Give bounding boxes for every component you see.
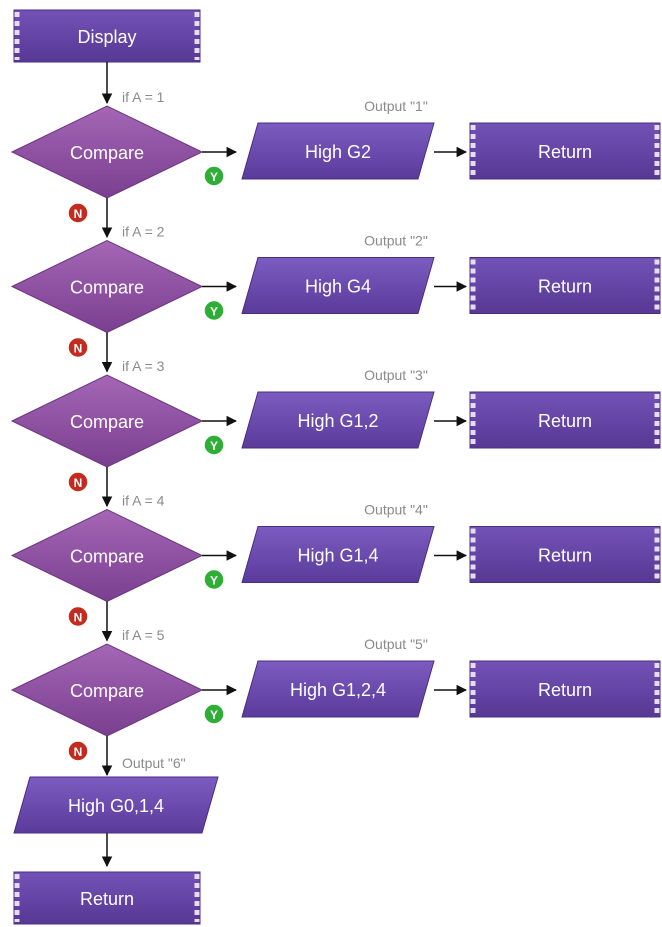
- stage-2-action-shape: [241, 257, 435, 314]
- stage-3-yes-badge: Y: [203, 434, 225, 456]
- stage-3-condition: if A = 3: [122, 358, 165, 374]
- stage-2-yes-badge-circle: [203, 299, 225, 322]
- fallback-return-shape: [13, 871, 201, 925]
- stage-2-no-badge-circle: [67, 336, 89, 359]
- stage-2-return-label: Return: [538, 277, 592, 297]
- start-display-shape: [13, 9, 201, 63]
- stage-1-decision[interactable]: Compare: [10, 105, 204, 199]
- stage-3-yes-badge-circle: [203, 434, 225, 456]
- fallback-output-note: Output "6": [122, 755, 186, 771]
- start-display-label: Display: [77, 27, 136, 47]
- stage-5-no-badge-letter: N: [74, 745, 83, 759]
- stage-5-return[interactable]: Return: [469, 660, 661, 718]
- stage-5-yes-badge-letter: Y: [210, 708, 218, 722]
- stage-1-action-label: High G2: [305, 142, 371, 162]
- stage-4-action-label: High G1,4: [297, 546, 378, 566]
- stage-3-action-label: High G1,2: [297, 411, 378, 431]
- stage-4-yes-badge-circle: [203, 568, 225, 591]
- fallback-action[interactable]: High G0,1,4: [13, 776, 219, 834]
- stage-1-yes-badge-circle: [203, 165, 225, 187]
- stage-5-action-label: High G1,2,4: [290, 680, 386, 700]
- stage-4-return-shape: [469, 526, 661, 583]
- stage-4-condition: if A = 4: [122, 493, 165, 509]
- stage-5-no-badge: N: [67, 740, 89, 762]
- stage-2-decision[interactable]: Compare: [10, 239, 204, 334]
- fallback-return-label: Return: [80, 889, 134, 909]
- stage-4-return[interactable]: Return: [469, 526, 661, 583]
- stage-5-yes-badge-circle: [203, 703, 225, 725]
- stage-1-output-note: Output "1": [364, 98, 428, 114]
- stage-4-yes-badge: Y: [203, 568, 225, 591]
- stage-4-decision[interactable]: Compare: [10, 508, 204, 603]
- stage-5-no-badge-circle: [67, 740, 89, 762]
- start-display[interactable]: Display: [13, 9, 201, 63]
- stage-3-decision[interactable]: Compare: [10, 374, 204, 468]
- stage-4-action[interactable]: High G1,4: [241, 526, 435, 583]
- stage-4-no-badge-letter: N: [74, 611, 83, 625]
- stage-3-action[interactable]: High G1,2: [241, 391, 435, 449]
- stage-5-decision-label: Compare: [70, 681, 144, 701]
- stage-1-return-label: Return: [538, 142, 592, 162]
- stage-3-no-badge: N: [67, 471, 89, 493]
- stage-1-action-shape: [241, 122, 435, 180]
- stage-5-decision[interactable]: Compare: [10, 643, 204, 737]
- fallback-action-shape: [13, 776, 219, 834]
- stage-2-no-badge: N: [67, 336, 89, 359]
- stage-3-return[interactable]: Return: [469, 391, 661, 449]
- stage-5-yes-badge: Y: [203, 703, 225, 725]
- stage-3-no-badge-letter: N: [74, 476, 83, 490]
- stage-5-action[interactable]: High G1,2,4: [241, 660, 435, 718]
- stage-1-condition: if A = 1: [122, 89, 165, 105]
- stage-2-return-shape: [469, 257, 661, 314]
- stage-1-no-badge-letter: N: [74, 207, 83, 221]
- stage-4-no-badge-circle: [67, 605, 89, 628]
- stage-2-decision-label: Compare: [70, 278, 144, 298]
- stage-5-action-shape: [241, 660, 435, 718]
- stage-2-output-note: Output "2": [364, 233, 428, 249]
- stage-2-no-badge-letter: N: [74, 342, 83, 356]
- stage-1-no-badge-circle: [67, 202, 89, 224]
- stage-1-yes-badge-letter: Y: [210, 170, 218, 184]
- stage-3-return-shape: [469, 391, 661, 449]
- stage-3-yes-badge-letter: Y: [210, 439, 218, 453]
- stage-2-return[interactable]: Return: [469, 257, 661, 314]
- stage-3-decision-label: Compare: [70, 412, 144, 432]
- stage-4-decision-label: Compare: [70, 547, 144, 567]
- stage-1-yes-badge: Y: [203, 165, 225, 187]
- stage-1-return[interactable]: Return: [469, 122, 661, 180]
- stage-2-action-label: High G4: [305, 277, 371, 297]
- stage-2-condition: if A = 2: [122, 224, 165, 240]
- stage-2-action[interactable]: High G4: [241, 257, 435, 314]
- stage-5-return-label: Return: [538, 680, 592, 700]
- stage-3-return-label: Return: [538, 411, 592, 431]
- stage-5-condition: if A = 5: [122, 627, 165, 643]
- fallback-return[interactable]: Return: [13, 871, 201, 925]
- stage-1-return-shape: [469, 122, 661, 180]
- stage-3-action-shape: [241, 391, 435, 449]
- stage-4-return-label: Return: [538, 546, 592, 566]
- stage-4-output-note: Output "4": [364, 502, 428, 518]
- stage-4-yes-badge-letter: Y: [210, 574, 218, 588]
- stage-1-decision-label: Compare: [70, 143, 144, 163]
- stage-3-output-note: Output "3": [364, 367, 428, 383]
- fallback-action-label: High G0,1,4: [68, 796, 164, 816]
- stage-4-action-shape: [241, 526, 435, 583]
- stage-2-yes-badge-letter: Y: [210, 305, 218, 319]
- stage-3-no-badge-circle: [67, 471, 89, 493]
- stage-1-no-badge: N: [67, 202, 89, 224]
- stage-5-output-note: Output "5": [364, 636, 428, 652]
- stage-2-yes-badge: Y: [203, 299, 225, 322]
- stage-1-action[interactable]: High G2: [241, 122, 435, 180]
- stage-5-return-shape: [469, 660, 661, 718]
- stage-4-no-badge: N: [67, 605, 89, 628]
